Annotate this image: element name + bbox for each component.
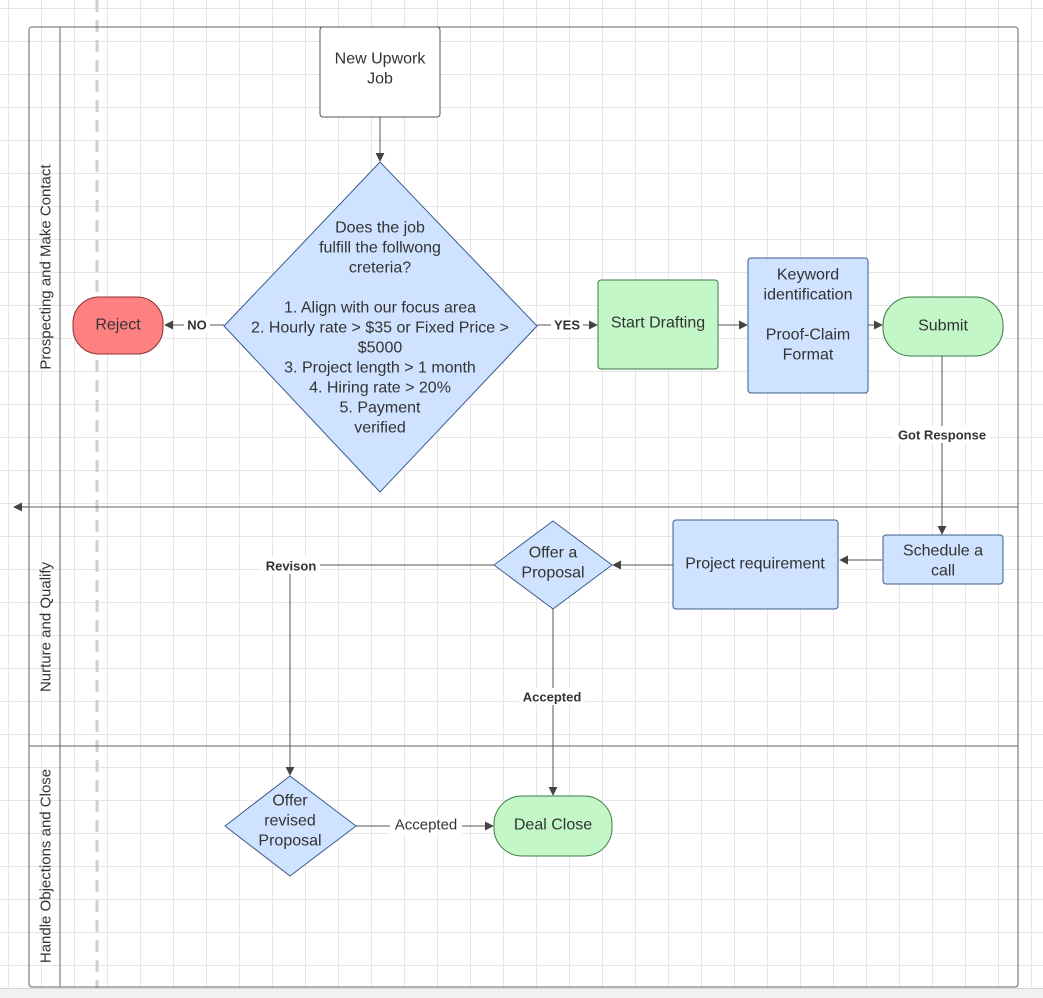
node-text-line: New Upwork xyxy=(335,51,427,68)
node-text-line: Format xyxy=(783,347,834,364)
criteria-text: Does the job fulfill the follwong creteria… xyxy=(251,220,509,437)
schedule-call-box xyxy=(882,534,1004,585)
label-bg-revison xyxy=(262,557,320,574)
reject-terminal xyxy=(72,296,164,355)
edge-label-no: NO xyxy=(187,318,207,333)
offer-revised-diamond xyxy=(224,775,357,877)
node-project-requirement[interactable]: Project requirement xyxy=(672,519,839,610)
node-text-line: Offer a xyxy=(529,545,578,562)
node-deal-close[interactable]: Deal Close xyxy=(493,795,613,857)
node-text-line: Proof-Claim xyxy=(766,327,850,344)
node-text-line: 3. Project length > 1 month xyxy=(284,360,476,377)
label-bg-no xyxy=(184,317,210,333)
node-text-line: identification xyxy=(764,287,853,304)
lane-label-prospecting: Prospecting and Make Contact xyxy=(38,164,55,370)
start-drafting-text: Start Drafting xyxy=(611,315,705,332)
offer-proposal-diamond xyxy=(493,520,613,610)
node-text-line: Deal Close xyxy=(514,817,592,834)
swimlane-container: Prospecting and Make Contact Nurture and… xyxy=(13,26,1019,988)
edge-label-accepted-1: Accepted xyxy=(523,690,582,705)
schedule-call-text: Schedule a call xyxy=(903,543,983,580)
node-text-line: Reject xyxy=(95,317,141,334)
label-bg-accepted-2 xyxy=(390,816,462,834)
edge-offer-to-revised xyxy=(285,564,494,776)
submit-terminal xyxy=(882,296,1004,357)
edge-label-revison: Revison xyxy=(266,559,317,574)
deal-close-terminal xyxy=(493,795,613,857)
node-text-line: Proposal xyxy=(521,565,584,582)
node-text-line: fulfill the follwong xyxy=(319,240,441,257)
node-start-drafting[interactable]: Start Drafting xyxy=(597,279,719,370)
keyword-box xyxy=(747,257,869,394)
node-text-line: 2. Hourly rate > $35 or Fixed Price > xyxy=(251,320,509,337)
node-offer-proposal[interactable]: Offer a Proposal xyxy=(493,520,613,610)
node-text-line: Keyword xyxy=(777,267,839,284)
deal-close-text: Deal Close xyxy=(514,817,592,834)
node-text-line: verified xyxy=(354,420,406,437)
node-text-line xyxy=(806,307,810,324)
bottom-scroll-bar[interactable] xyxy=(0,988,1043,998)
node-text-line: Job xyxy=(367,71,393,88)
new-job-box xyxy=(319,26,441,118)
reject-text: Reject xyxy=(95,317,141,334)
label-bg-got-response xyxy=(894,426,990,443)
edge-label-got-response: Got Response xyxy=(898,428,986,443)
node-text-line: Start Drafting xyxy=(611,315,705,332)
node-reject[interactable]: Reject xyxy=(72,296,164,355)
node-text-line: Schedule a xyxy=(903,543,983,560)
project-requirement-box xyxy=(672,519,839,610)
submit-text: Submit xyxy=(918,318,968,335)
criteria-diamond xyxy=(223,161,538,493)
node-schedule-call[interactable]: Schedule a call xyxy=(882,534,1004,585)
label-bg-accepted-1 xyxy=(519,688,585,705)
node-text-line: call xyxy=(931,563,955,580)
node-text-line: 1. Align with our focus area xyxy=(284,300,476,317)
lane-label-close: Handle Objections and Close xyxy=(38,769,55,963)
offer-proposal-text: Offer a Proposal xyxy=(521,545,584,582)
label-bg-yes xyxy=(551,317,583,333)
node-text-line: Submit xyxy=(918,318,968,335)
edge-label-accepted-2: Accepted xyxy=(395,817,458,834)
node-submit[interactable]: Submit xyxy=(882,296,1004,357)
node-text-line: 5. Payment xyxy=(340,400,421,417)
node-text-line: creteria? xyxy=(349,260,411,277)
node-text-line: Proposal xyxy=(258,833,321,850)
project-requirement-text: Project requirement xyxy=(685,556,825,573)
node-text-line: Project requirement xyxy=(685,556,825,573)
edge-label-yes: YES xyxy=(554,318,580,333)
edges xyxy=(164,117,947,831)
start-drafting-box xyxy=(597,279,719,370)
node-text-line: 4. Hiring rate > 20% xyxy=(309,380,451,397)
node-text-line: Does the job xyxy=(335,220,425,237)
node-text-line: $5000 xyxy=(358,340,403,357)
node-criteria-decision[interactable]: Does the job fulfill the follwong creteria… xyxy=(223,161,538,493)
node-text-line: Offer xyxy=(272,793,308,810)
node-text-line xyxy=(378,280,382,297)
lane-label-nurture: Nurture and Qualify xyxy=(38,561,55,692)
node-text-line: revised xyxy=(264,813,316,830)
edge-labels: NO YES Got Response Revison Accepted Acc… xyxy=(184,317,990,834)
